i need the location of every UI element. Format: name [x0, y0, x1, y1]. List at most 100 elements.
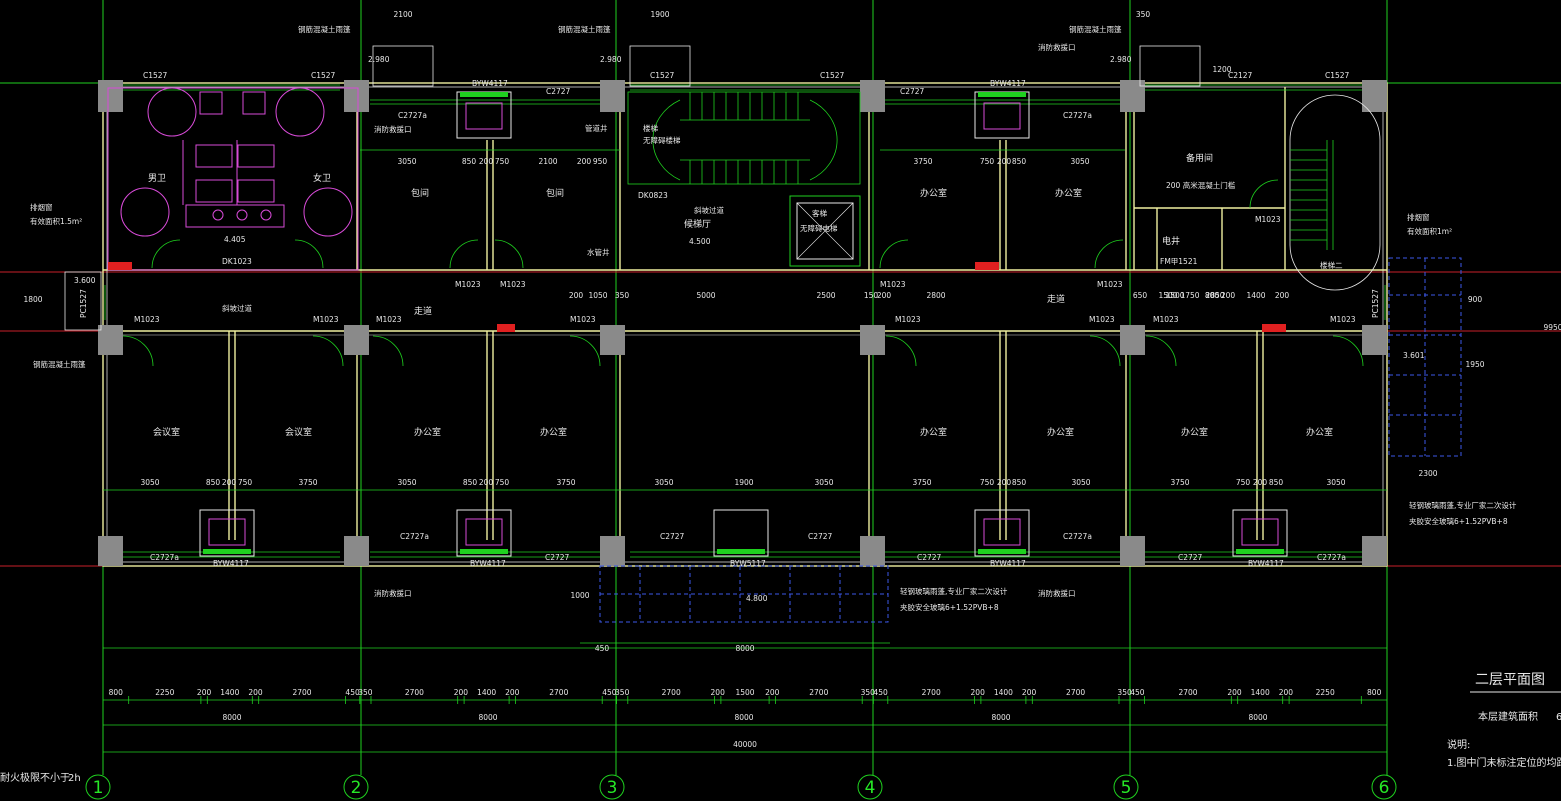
dim-south-row: 3050 — [1326, 478, 1345, 487]
dim-south-row: 200 — [222, 478, 237, 487]
note-canopy-3: 钢筋混凝土雨篷 — [1069, 24, 1122, 34]
tag-elev-3600: 3.600 — [74, 276, 96, 285]
tag-c1527-1: C1527 — [143, 71, 168, 80]
room-corridor-e: 走道 — [1047, 293, 1065, 305]
dim-chain-value: 1500 — [735, 688, 754, 697]
note-canopy-1: 钢筋混凝土雨篷 — [298, 24, 351, 34]
axis-label-1: 1 — [93, 778, 104, 798]
dim-misc: 1950 — [1465, 360, 1484, 369]
tag-pc1527-w: PC1527 — [79, 289, 88, 318]
dim-chain-value: 2700 — [1178, 688, 1197, 697]
north-canopies — [64, 45, 1201, 331]
tag-dk1023: DK1023 — [222, 257, 252, 266]
dim-chain-value: 200 — [505, 688, 520, 697]
dim-chain-value: 200 — [197, 688, 212, 697]
room-labels: 男卫 女卫 包间 包间 楼梯 无障碍楼梯 候梯厅 客梯 无障碍电梯 办公室 办公… — [30, 24, 1517, 612]
drawing-title: 二层平面图 — [1475, 672, 1545, 688]
dim-top-row-3: 200 — [1221, 291, 1236, 300]
tag-c1527-2: C1527 — [311, 71, 336, 80]
dim-south-row: 3750 — [912, 478, 931, 487]
dim-chain-value: 200 — [711, 688, 726, 697]
fire-rating-label: 耐火极限不小于 — [0, 771, 70, 784]
tag-c2727a-n1: C2727a — [398, 111, 427, 120]
room-storage: 备用间 — [1186, 152, 1213, 164]
tag-m1023-5: M1023 — [895, 315, 921, 324]
tag-m1023-11: M1023 — [880, 280, 906, 289]
title-block: 二层平面图 本层建筑面积 6 说明: 1.图中门未标注定位的均距离柱 耐火极限不… — [0, 672, 1561, 784]
dim-south-row: 750 — [238, 478, 253, 487]
dim-chain-value: 200 — [971, 688, 986, 697]
room-elevator-2: 无障碍电梯 — [800, 223, 838, 233]
note-canopy-w: 钢筋混凝土雨篷 — [33, 359, 86, 369]
room-office-n2: 办公室 — [1055, 187, 1082, 199]
tag-pc1527-e: PC1527 — [1371, 289, 1380, 318]
tag-c2727-s5: C2727 — [808, 532, 833, 541]
room-private-2: 包间 — [546, 187, 564, 199]
dimension-lines — [103, 149, 1387, 753]
note-glass-canopy-s-1: 轻钢玻璃雨蓬,专业厂家二次设计 — [900, 586, 1008, 596]
room-wc-female: 女卫 — [313, 172, 331, 184]
dim-chain-value: 800 — [109, 688, 124, 697]
tag-c1527-3: C1527 — [650, 71, 675, 80]
dim-chain-value: 2700 — [809, 688, 828, 697]
dim-chain-value: 2700 — [405, 688, 424, 697]
dim-chain-value: 450 — [873, 688, 888, 697]
tag-dk0823: DK0823 — [638, 191, 668, 200]
dim-span-5: 8000 — [1248, 713, 1267, 722]
dim-span-2: 8000 — [478, 713, 497, 722]
dim-top-row-1: 2100 — [538, 157, 557, 166]
lift-sills — [203, 92, 1284, 554]
toilet-fixtures — [107, 87, 359, 271]
dim-misc: 9950 — [1543, 323, 1561, 332]
dim-top-row-1: 200 — [577, 157, 592, 166]
room-duct: 管道井 — [585, 123, 608, 133]
tag-elev-2980-3: 2.980 — [1110, 55, 1132, 64]
dim-south-row: 850 — [206, 478, 221, 487]
dim-span-4: 8000 — [991, 713, 1010, 722]
dim-corridor-mid: 5000 — [696, 291, 715, 300]
area-value: 6 — [1556, 712, 1561, 723]
dim-chain-value: 1400 — [994, 688, 1013, 697]
fire-shutter-marks — [108, 262, 1286, 332]
axis-label-6: 6 — [1379, 778, 1390, 798]
glass-canopies — [599, 257, 1462, 623]
dim-chain-value: 1400 — [477, 688, 496, 697]
dim-chain-value: 200 — [1022, 688, 1037, 697]
room-waiting-hall: 候梯厅 — [684, 218, 711, 230]
dim-top-row-2: 200 — [997, 157, 1012, 166]
tag-byw4117-s3: BYW4117 — [990, 559, 1026, 568]
dim-chain-value: 200 — [1279, 688, 1294, 697]
dim-chain-value: 350 — [358, 688, 373, 697]
dim-top-row-3: 1500 — [1165, 291, 1184, 300]
tag-m1023-1: M1023 — [134, 315, 160, 324]
dim-chain-value: 450 — [1130, 688, 1145, 697]
axis-lines-red — [0, 271, 1561, 567]
room-wc-male: 男卫 — [148, 173, 166, 184]
dim-south-row: 200 — [479, 478, 494, 487]
dim-misc: 2100 — [393, 10, 412, 19]
column — [600, 80, 625, 112]
tag-c2727a-s7: C2727a — [1063, 532, 1092, 541]
door-swings — [122, 179, 1364, 367]
room-office-s6: 办公室 — [1306, 426, 1333, 438]
east-stair — [1289, 94, 1381, 291]
room-elevator-1: 客梯 — [812, 208, 827, 218]
dim-chain-value: 450 — [345, 688, 360, 697]
note-glass-canopy-e-2: 夹胶安全玻璃6+1.52PVB+8 — [1409, 516, 1508, 526]
tag-c2727-s8: C2727 — [1178, 553, 1203, 562]
dim-chain-value: 200 — [1227, 688, 1242, 697]
room-elec-shaft: 电井 — [1162, 235, 1180, 247]
axis-label-3: 3 — [607, 778, 618, 798]
dim-south-row: 850 — [463, 478, 478, 487]
dim-corridor-mid: 200 — [877, 291, 892, 300]
column — [600, 536, 625, 566]
room-corridor-w: 走道 — [414, 305, 432, 317]
column — [98, 325, 123, 355]
dim-top-row-1: 850 — [462, 157, 477, 166]
column — [1362, 325, 1387, 355]
dim-misc: 900 — [1468, 295, 1483, 304]
dim-chain-value: 1400 — [220, 688, 239, 697]
room-meeting-1: 会议室 — [153, 426, 180, 438]
note-fire-inlet-1: 消防救援口 — [374, 124, 412, 134]
